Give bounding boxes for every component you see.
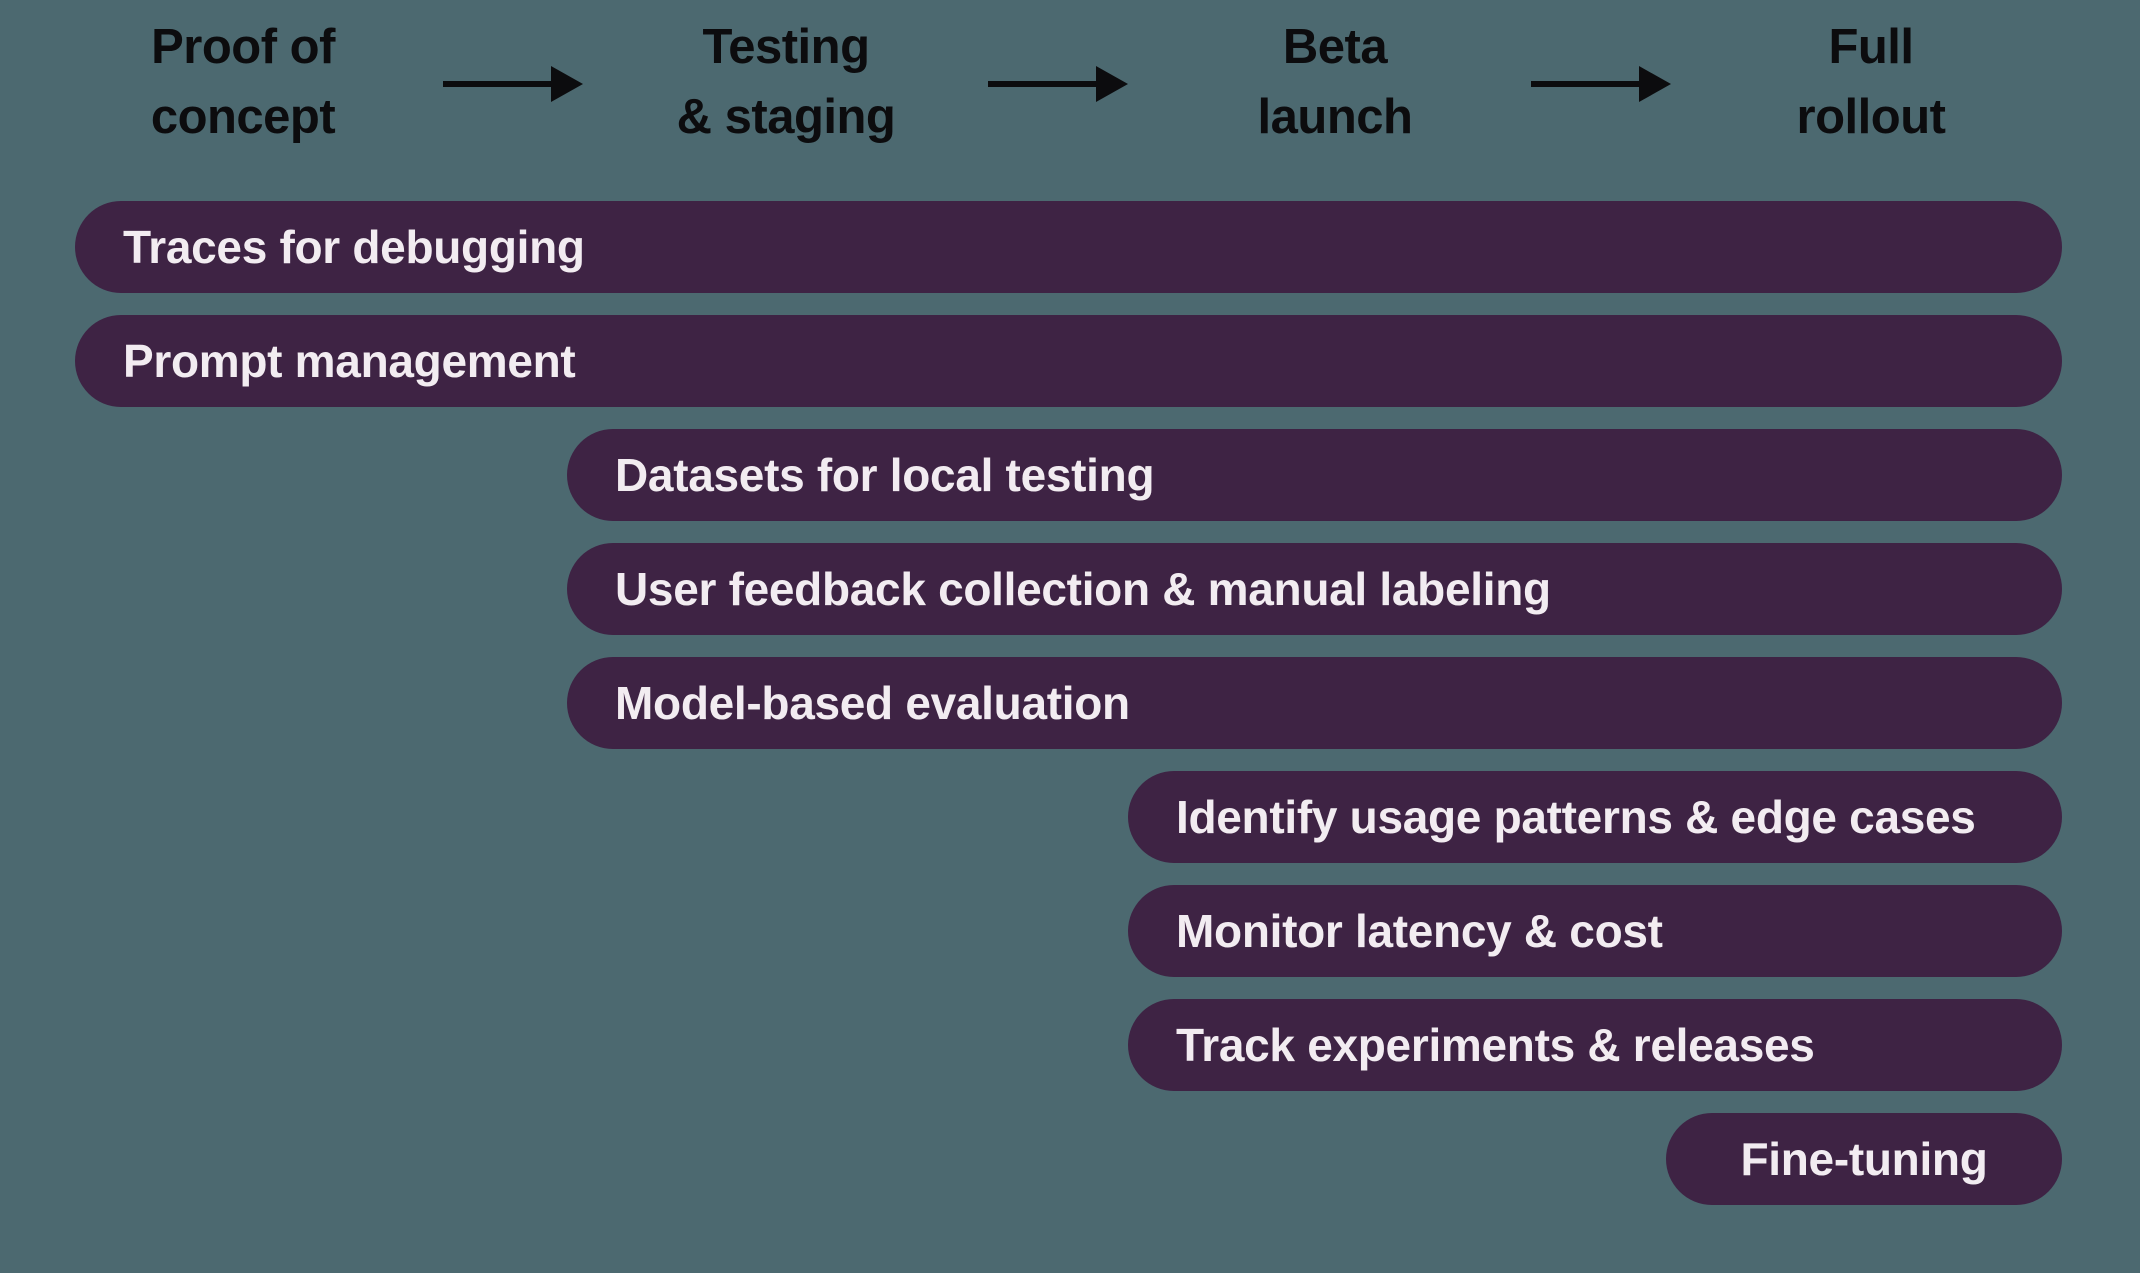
phase-label-proof-of-concept: Proof of concept bbox=[150, 12, 336, 152]
capability-bar: Fine-tuning bbox=[1666, 1113, 2062, 1205]
phase-line: concept bbox=[150, 90, 336, 144]
arrow-right-icon bbox=[1531, 66, 1671, 102]
arrow-right-icon bbox=[443, 66, 583, 102]
capability-bar-label: Identify usage patterns & edge cases bbox=[1176, 791, 1976, 843]
phase-line: & staging bbox=[676, 90, 896, 144]
capability-bar: Identify usage patterns & edge cases bbox=[1128, 771, 2062, 863]
capability-bar-label: Fine-tuning bbox=[1740, 1133, 1988, 1185]
capability-bar-label: Traces for debugging bbox=[123, 221, 585, 273]
capability-bar: Prompt management bbox=[75, 315, 2062, 407]
arrow-right-icon bbox=[988, 66, 1128, 102]
capability-bar-label: Prompt management bbox=[123, 335, 576, 387]
phase-line: Beta bbox=[1282, 20, 1388, 74]
phase-line: launch bbox=[1257, 90, 1413, 144]
phase-line: Testing bbox=[702, 20, 870, 74]
phase-label-full-rollout: Full rollout bbox=[1797, 12, 1946, 152]
phase-label-testing-staging: Testing & staging bbox=[677, 12, 896, 152]
capability-bar-label: Track experiments & releases bbox=[1176, 1019, 1815, 1071]
capability-bar-label: Model-based evaluation bbox=[615, 677, 1130, 729]
capability-bar: Track experiments & releases bbox=[1128, 999, 2062, 1091]
capability-bar-label: Datasets for local testing bbox=[615, 449, 1155, 501]
phase-line: Proof of bbox=[151, 20, 335, 74]
capability-bar: Monitor latency & cost bbox=[1128, 885, 2062, 977]
phase-line: Full bbox=[1828, 20, 1914, 74]
capability-bar: Model-based evaluation bbox=[567, 657, 2062, 749]
capability-bar: Traces for debugging bbox=[75, 201, 2062, 293]
capability-bar: User feedback collection & manual labeli… bbox=[567, 543, 2062, 635]
capability-bar-label: Monitor latency & cost bbox=[1176, 905, 1663, 957]
phase-line: rollout bbox=[1796, 90, 1946, 144]
phase-label-beta-launch: Beta launch bbox=[1258, 12, 1413, 152]
capability-bar: Datasets for local testing bbox=[567, 429, 2062, 521]
capability-bar-label: User feedback collection & manual labeli… bbox=[615, 563, 1551, 615]
